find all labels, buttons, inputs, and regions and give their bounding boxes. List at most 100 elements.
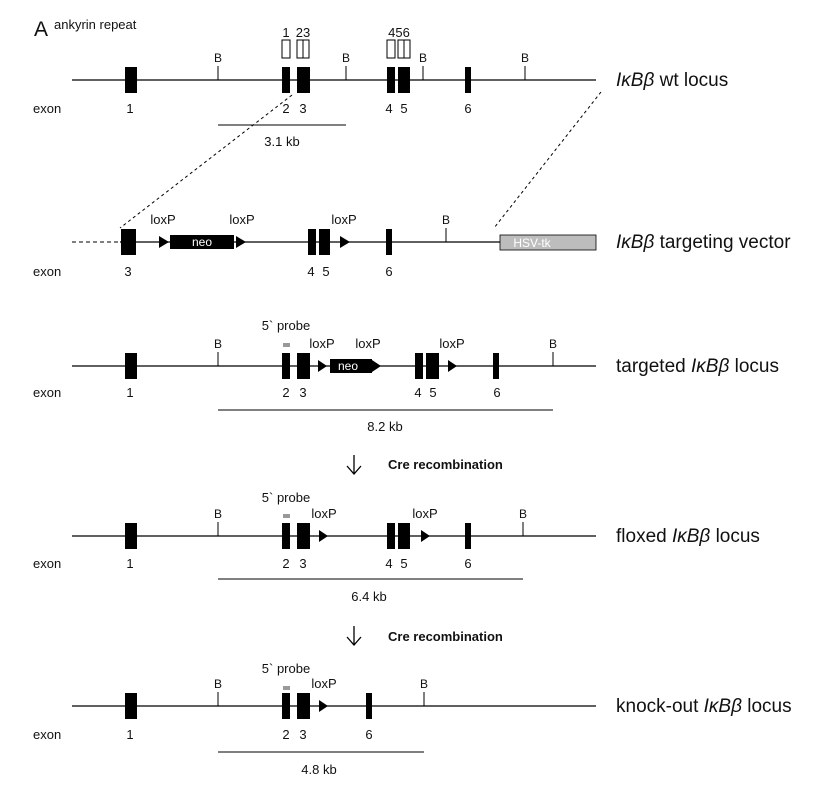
loxp-site: [372, 360, 381, 372]
locus-name: IκBβ targeting vector: [616, 232, 791, 253]
site-label: B: [420, 677, 428, 691]
exon-number: 5: [400, 101, 407, 116]
exon-2: [282, 523, 290, 549]
ankyrin-box-2: [296, 39, 304, 59]
exon-number: 5: [429, 385, 436, 400]
down-arrow-head-icon: [346, 636, 362, 646]
locus-name: targeted IκBβ locus: [616, 356, 779, 377]
exon-4: [387, 67, 395, 93]
loxp-site: [318, 360, 327, 372]
probe-5prime: [283, 686, 290, 690]
loxp-label: loxP: [311, 506, 336, 521]
site-label: B: [342, 51, 350, 65]
exon-2: [282, 353, 290, 379]
exon-row-label: exon: [33, 264, 61, 279]
homology-arm-guide-right: [493, 91, 602, 229]
loxp-site: [340, 236, 350, 248]
exon-row-label: exon: [33, 385, 61, 400]
loxp-site: [319, 530, 328, 542]
loxp-label: loxP: [439, 336, 464, 351]
panel-label: A: [34, 18, 48, 41]
locus-name: floxed IκBβ locus: [616, 526, 760, 547]
ankyrin-number-456: 456: [388, 25, 410, 40]
site-label: B: [549, 337, 557, 351]
exon-number: 3: [299, 385, 306, 400]
site-label: B: [419, 51, 427, 65]
exon-number: 1: [126, 556, 133, 571]
site-label: B: [214, 51, 222, 65]
exon-number: 3: [299, 101, 306, 116]
locus-name: knock-out IκBβ locus: [616, 696, 792, 717]
site-label: B: [214, 507, 222, 521]
exon-2: [282, 693, 290, 719]
ankyrin-box-4: [386, 39, 396, 59]
site-label: B: [521, 51, 529, 65]
exon-row-label: exon: [33, 556, 61, 571]
site-label: B: [519, 507, 527, 521]
exon-1: [125, 523, 137, 549]
loxp-label: loxP: [150, 212, 175, 227]
probe-label: 5` probe: [262, 661, 310, 676]
exon-4: [387, 523, 395, 549]
wt-locus: 1 23 456 B B B B exon 1 2 3 4 5: [33, 25, 728, 149]
neo-cassette: [170, 235, 234, 249]
ankyrin-repeat-boxes: 1 23 456: [281, 25, 411, 59]
exon-1: [125, 353, 137, 379]
probe-label: 5` probe: [262, 318, 310, 333]
probe-5prime: [283, 343, 290, 347]
exon-number: 6: [365, 727, 372, 742]
loxp-site: [159, 236, 169, 248]
exon-number: 1: [126, 385, 133, 400]
exon-5: [398, 523, 410, 549]
loxp-label: loxP: [331, 212, 356, 227]
locus-name: IκBβ wt locus: [616, 70, 728, 91]
fragment-size: 4.8 kb: [301, 762, 336, 777]
loxp-label: loxP: [311, 676, 336, 691]
exon-number: 3: [124, 264, 131, 279]
exon-number: 6: [464, 556, 471, 571]
exon-number: 5: [322, 264, 329, 279]
exon-number: 4: [385, 556, 392, 571]
exon-6: [386, 229, 392, 255]
exon-6: [465, 67, 471, 93]
exon-4: [415, 353, 423, 379]
loxp-site: [236, 236, 246, 248]
site-label: B: [214, 677, 222, 691]
cre-recombination-label: Cre recombination: [388, 457, 503, 472]
ankyrin-box-3: [302, 39, 310, 59]
exon-1: [125, 67, 137, 93]
exon-number: 5: [400, 556, 407, 571]
exon-number: 4: [385, 101, 392, 116]
hsv-tk-label: HSV-tk: [513, 236, 551, 250]
exon-3: [297, 693, 310, 719]
exon-row-label: exon: [33, 101, 61, 116]
site-label: B: [214, 337, 222, 351]
exon-2: [282, 67, 290, 93]
targeted-locus: 5` probe B B loxP neo loxP loxP exon 1 2…: [33, 318, 779, 434]
loxp-label: loxP: [412, 506, 437, 521]
exon-number: 2: [282, 727, 289, 742]
ankyrin-number-23: 23: [296, 25, 310, 40]
exon-6: [366, 693, 372, 719]
loxp-label: loxP: [309, 336, 334, 351]
cre-recombination-label: Cre recombination: [388, 629, 503, 644]
fragment-size: 8.2 kb: [367, 419, 402, 434]
exon-number: 1: [126, 101, 133, 116]
loxp-site: [448, 360, 457, 372]
probe-label: 5` probe: [262, 490, 310, 505]
ankyrin-repeat-label: ankyrin repeat: [54, 17, 137, 32]
hsv-tk-cassette: [499, 234, 597, 251]
exon-number: 6: [464, 101, 471, 116]
exon-row-label: exon: [33, 727, 61, 742]
exon-number: 2: [282, 385, 289, 400]
probe-5prime: [283, 514, 290, 518]
exon-3: [121, 229, 136, 255]
loxp-site: [421, 530, 430, 542]
floxed-locus: 5` probe B B loxP loxP exon 1 2 3 4 5 6 …: [33, 490, 760, 604]
exon-4: [308, 229, 316, 255]
knockout-locus: 5` probe B B loxP exon 1 2 3 6 4.8 kb kn…: [33, 661, 792, 777]
exon-number: 6: [385, 264, 392, 279]
loxp-label: loxP: [355, 336, 380, 351]
exon-number: 4: [414, 385, 421, 400]
